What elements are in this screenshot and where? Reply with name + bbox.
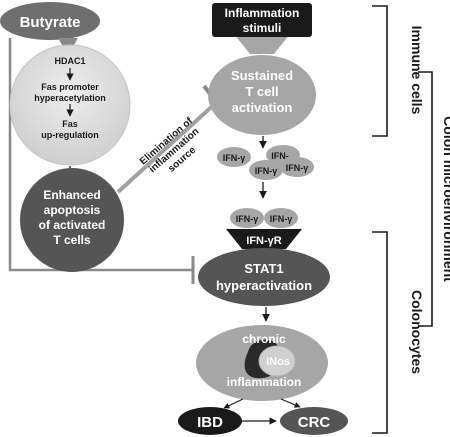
ifn-gamma-bound-2	[264, 208, 298, 228]
apoptosis-label-3: of activated	[39, 218, 106, 232]
inflammation-label: inflammation	[227, 375, 302, 389]
inflammation-stimuli-box	[212, 3, 312, 37]
hdac1-label: HDAC1	[54, 56, 85, 66]
elimination-label-group: Elimination of inflammation source	[138, 115, 202, 175]
apoptosis-label-4: T cells	[53, 233, 91, 247]
stimuli-funnel	[234, 34, 290, 54]
ifn-gamma-receptor	[226, 229, 302, 249]
tcell-activation-node	[208, 55, 316, 135]
ifn-gamma-label-3: IFN-γ	[255, 166, 278, 176]
chronic-label: chronic	[242, 332, 286, 346]
crc-label: CRC	[298, 414, 331, 431]
apoptosis-label-1: Enhanced	[43, 188, 100, 202]
arrow-inflammation-ibd	[223, 398, 244, 409]
ifn-gamma-blob-3	[249, 160, 283, 180]
arrow-inflammation-crc	[280, 398, 301, 408]
stat1-label-1: STAT1	[244, 261, 283, 276]
butyrate-label: Butyrate	[20, 14, 81, 31]
ifn-gamma-label-1: IFN-γ	[223, 153, 246, 163]
fas-up-label-1: Fas	[62, 119, 78, 129]
stat1-node	[198, 248, 330, 306]
inos-label: iNos	[266, 356, 290, 368]
tcell-label-3: activation	[232, 100, 293, 115]
microenvironment-bracket	[418, 71, 433, 327]
ifn-gamma-label-4: IFN-γ	[286, 163, 309, 173]
ifn-gamma-bound-1	[230, 208, 264, 228]
stimuli-label-1: Inflammation	[225, 6, 300, 20]
colonocytes-label: Colonocytes	[409, 290, 425, 374]
fas-promoter-label-2: hyperacetylation	[34, 93, 106, 103]
ifn-gamma-label-2: IFN-	[271, 151, 289, 161]
crc-node	[280, 407, 348, 435]
ibd-label: IBD	[197, 414, 223, 431]
inos-node	[258, 345, 296, 377]
immune-cells-label: Immune cells	[409, 26, 425, 115]
apoptosis-tcell-line	[116, 99, 220, 194]
stimuli-label-2: stimuli	[243, 21, 282, 35]
ifn-gamma-receptor-label: IFN-γR	[246, 235, 282, 247]
butyrate-node	[0, 2, 100, 40]
apoptosis-node	[20, 168, 124, 272]
fas-promoter-label-1: Fas promoter	[41, 82, 99, 92]
tcell-label-2: T cell	[245, 84, 278, 99]
ifn-gamma-blob-1	[217, 147, 251, 167]
butyrate-to-stat1-line	[8, 38, 193, 272]
immune-bracket	[372, 5, 388, 137]
tcell-label-1: Sustained	[231, 68, 293, 83]
ibd-node	[178, 407, 242, 435]
fas-up-label-2: up-regulation	[41, 130, 99, 140]
microenvironment-label: Colon microenvironment	[441, 116, 450, 282]
apoptosis-label-2: apoptosis	[44, 203, 101, 217]
ifn-gamma-blob-4	[280, 157, 314, 177]
colonocytes-bracket	[372, 231, 388, 434]
ifn-gamma-bound-label-2: IFN-γ	[270, 214, 293, 224]
stat1-label-2: hyperactivation	[216, 278, 312, 293]
ifn-gamma-bound-label-1: IFN-γ	[236, 214, 259, 224]
